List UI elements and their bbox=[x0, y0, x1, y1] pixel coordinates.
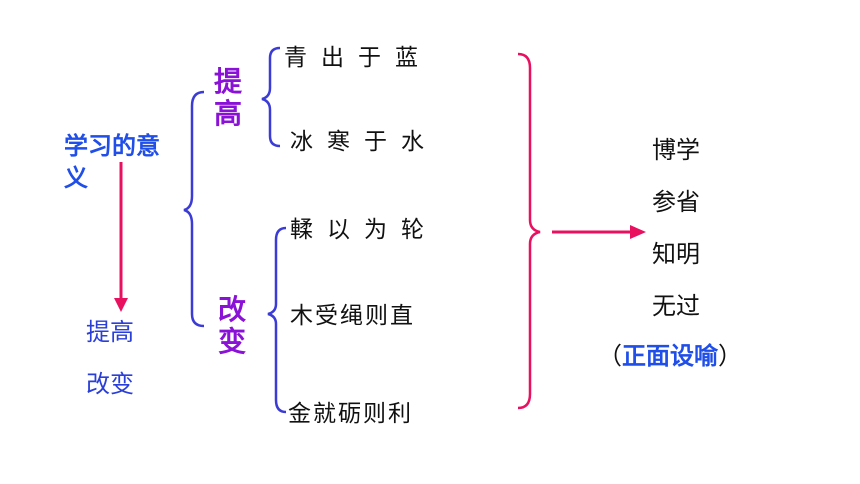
result-wuguo: 无过 bbox=[652, 292, 700, 320]
right-brace bbox=[517, 52, 541, 410]
diagram-title: 学习的意义 bbox=[64, 132, 160, 192]
note-open-paren: （ bbox=[598, 342, 622, 370]
result-canxing: 参省 bbox=[652, 188, 700, 216]
down-arrow bbox=[114, 162, 128, 312]
note-text: 正面设喻 bbox=[622, 342, 718, 370]
branch-improve: 提高 bbox=[214, 65, 243, 130]
result-boxue: 博学 bbox=[652, 136, 700, 164]
lower-brace bbox=[267, 226, 287, 414]
note-positive-metaphor: （正面设喻） bbox=[598, 336, 742, 371]
branch-change: 改变 bbox=[218, 293, 247, 358]
note-close-paren: ） bbox=[718, 342, 742, 370]
line-qingchuyulan: 青出于蓝 bbox=[284, 45, 432, 71]
right-arrow bbox=[552, 225, 646, 239]
left-sub-change: 改变 bbox=[86, 370, 134, 398]
result-zhiming: 知明 bbox=[652, 240, 700, 268]
line-mushoushengzezhi: 木受绳则直 bbox=[290, 303, 415, 329]
line-jinjiulizeli: 金就砺则利 bbox=[288, 401, 413, 427]
left-sub-improve: 提高 bbox=[86, 318, 134, 346]
line-binghanyushui: 冰寒于水 bbox=[290, 129, 438, 155]
upper-brace bbox=[261, 46, 281, 148]
line-rouyiweilun: 輮以为轮 bbox=[290, 217, 438, 243]
main-brace bbox=[183, 90, 205, 328]
